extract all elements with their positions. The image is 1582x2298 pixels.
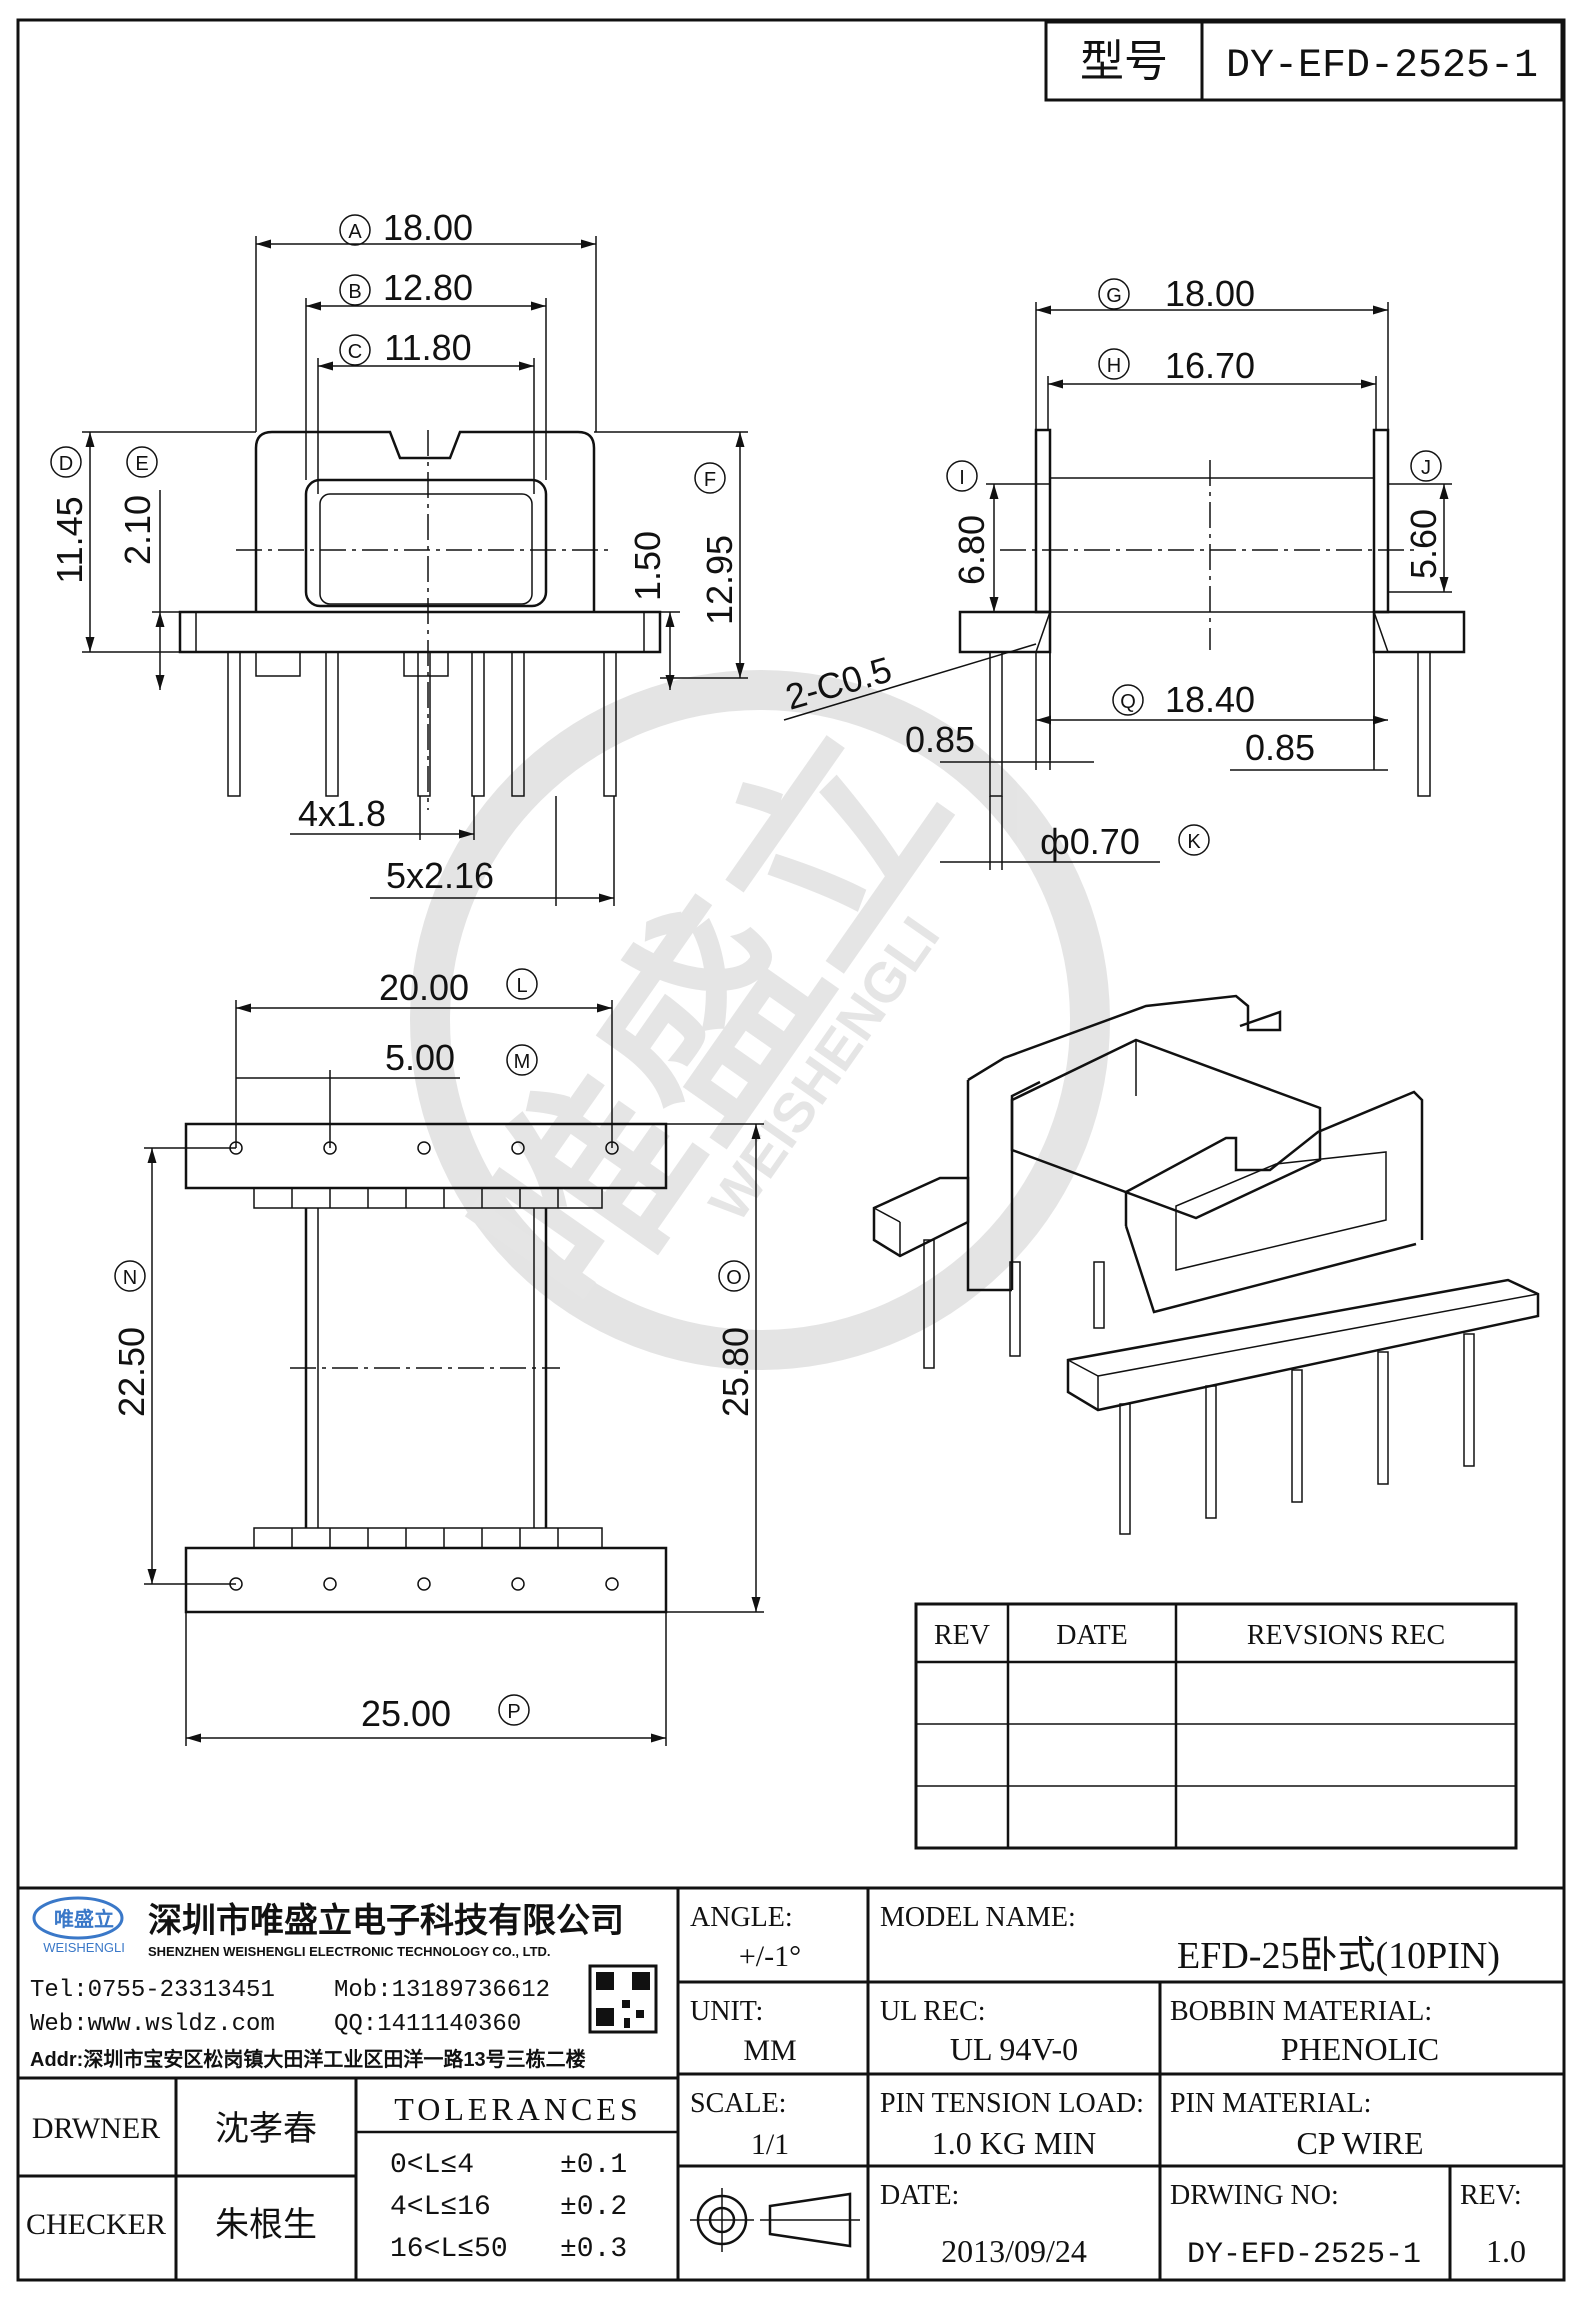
company-web: Web:www.wsldz.com xyxy=(30,2011,275,2038)
rev-value: 1.0 xyxy=(1486,2233,1526,2269)
bobbin-label: BOBBIN MATERIAL: xyxy=(1170,1996,1432,2027)
dim-J: 5.60 xyxy=(1403,509,1444,579)
unit-label: UNIT: xyxy=(690,1996,763,2027)
company-tel: Tel:0755-23313451 xyxy=(30,1977,275,2004)
dim-pin-pitch-b: 5x2.16 xyxy=(386,855,494,896)
rev-header-rec: REVSIONS REC xyxy=(1247,1620,1445,1651)
dim-Q: 18.40 xyxy=(1165,679,1255,720)
dim-N: 22.50 xyxy=(111,1327,152,1417)
dim-pin-pitch-a: 4x1.8 xyxy=(298,793,386,834)
dim-B: 12.80 xyxy=(383,267,473,308)
dim-M: 5.00 xyxy=(385,1037,455,1078)
dim-D: 11.45 xyxy=(49,496,90,583)
model-title-box: 型号 DY-EFD-2525-1 xyxy=(1044,20,1564,102)
svg-text:L: L xyxy=(516,975,527,997)
dim-small-gap: 1.50 xyxy=(627,531,668,601)
ul-label: UL REC: xyxy=(880,1996,986,2027)
unit-value: MM xyxy=(743,2034,796,2067)
dim-A: 18.00 xyxy=(383,207,473,248)
svg-text:H: H xyxy=(1107,355,1121,377)
company-name-cn: 深圳市唯盛立电子科技有限公司 xyxy=(148,1901,624,1940)
dim-P: 25.00 xyxy=(361,1693,451,1734)
ul-value: UL 94V-0 xyxy=(950,2031,1078,2067)
svg-text:G: G xyxy=(1106,285,1122,307)
company-qq: QQ:1411140360 xyxy=(334,2011,521,2038)
model-value: DY-EFD-2525-1 xyxy=(1226,44,1538,89)
dim-K: ф0.70 xyxy=(1040,821,1140,862)
angle-value: +/-1° xyxy=(739,1940,801,1973)
dim-G: 18.00 xyxy=(1165,273,1255,314)
drawing-no-value: DY-EFD-2525-1 xyxy=(1187,2238,1421,2272)
svg-text:D: D xyxy=(59,453,73,475)
drawer-name: 沈孝春 xyxy=(215,2110,317,2148)
svg-text:B: B xyxy=(348,281,361,303)
svg-text:C: C xyxy=(348,341,362,363)
model-name-value: EFD-25卧式(10PIN) xyxy=(1177,1935,1500,1977)
bottom-view: 20.00 L 5.00 M N 22.50 O 25.80 25.00 P xyxy=(111,967,764,1746)
watermark: 唯盛立 WEISHENGLI xyxy=(410,670,1110,1370)
svg-text:K: K xyxy=(1187,831,1201,853)
dim-H: 16.70 xyxy=(1165,345,1255,386)
company-addr: Addr:深圳市宝安区松岗镇大田洋工业区田洋一路13号三栋二楼 xyxy=(30,2047,586,2071)
svg-text:唯盛立: 唯盛立 xyxy=(54,1907,114,1931)
company-logo: 唯盛立 WEISHENGLI xyxy=(32,1896,125,1955)
drawing-no-label: DRWING NO: xyxy=(1170,2180,1339,2211)
rev-header-rev: REV xyxy=(934,1620,990,1651)
tolerances-title: TOLERANCES xyxy=(394,2091,641,2127)
pin-tension-label: PIN TENSION LOAD: xyxy=(880,2088,1144,2119)
svg-text:O: O xyxy=(726,1267,742,1289)
tol-range-1: 0<L≤4 xyxy=(390,2150,474,2181)
checker-label: CHECKER xyxy=(26,2208,166,2241)
tol-range-2: 4<L≤16 xyxy=(390,2192,491,2223)
svg-text:M: M xyxy=(514,1051,531,1073)
tol-value-2: ±0.2 xyxy=(560,2192,627,2223)
front-view: A 18.00 B 12.80 C 11.80 D 11.45 E 2.10 F… xyxy=(49,207,748,906)
checker-name: 朱根生 xyxy=(215,2206,317,2244)
dim-F: 12.95 xyxy=(699,535,740,625)
svg-text:Q: Q xyxy=(1120,691,1136,713)
pin-tension-value: 1.0 KG MIN xyxy=(932,2125,1096,2161)
rev-header-date: DATE xyxy=(1056,1620,1128,1651)
dim-L: 20.00 xyxy=(379,967,469,1008)
scale-value: 1/1 xyxy=(751,2128,789,2161)
bobbin-value: PHENOLIC xyxy=(1281,2031,1439,2067)
svg-text:J: J xyxy=(1421,457,1431,479)
dim-C: 11.80 xyxy=(384,327,471,368)
pin-material-value: CP WIRE xyxy=(1296,2125,1423,2161)
revision-table: REV DATE REVSIONS REC xyxy=(914,1602,1518,1850)
isometric-view xyxy=(872,994,1540,1535)
svg-text:P: P xyxy=(507,1701,520,1723)
tol-value-1: ±0.1 xyxy=(560,2150,627,2181)
model-label: 型号 xyxy=(1080,37,1168,86)
svg-text:WEISHENGLI: WEISHENGLI xyxy=(43,1940,125,1955)
date-label: DATE: xyxy=(880,2180,959,2211)
pin-material-label: PIN MATERIAL: xyxy=(1170,2088,1371,2119)
dim-left-offset: 0.85 xyxy=(905,719,975,760)
company-name-en: SHENZHEN WEISHENGLI ELECTRONIC TECHNOLOG… xyxy=(148,1944,551,1959)
dim-O: 25.80 xyxy=(715,1327,756,1417)
company-mob: Mob:13189736612 xyxy=(334,1977,550,2004)
scale-label: SCALE: xyxy=(690,2088,786,2119)
model-name-label: MODEL NAME: xyxy=(880,1902,1076,1933)
date-value: 2013/09/24 xyxy=(941,2233,1087,2269)
dim-right-offset: 0.85 xyxy=(1245,727,1315,768)
title-block: 唯盛立 WEISHENGLI 深圳市唯盛立电子科技有限公司 SHENZHEN W… xyxy=(18,1886,1564,2280)
svg-text:A: A xyxy=(348,221,362,243)
dim-I: 6.80 xyxy=(951,515,992,585)
drawer-label: DRWNER xyxy=(32,2112,160,2145)
svg-text:E: E xyxy=(135,453,148,475)
rev-label: REV: xyxy=(1460,2180,1522,2211)
dim-E: 2.10 xyxy=(117,495,158,565)
qr-code-icon xyxy=(588,1964,658,2034)
tol-value-3: ±0.3 xyxy=(560,2234,627,2265)
drawing-frame xyxy=(16,18,1566,2282)
tol-range-3: 16<L≤50 xyxy=(390,2234,508,2265)
svg-text:N: N xyxy=(123,1267,137,1289)
svg-text:F: F xyxy=(704,469,716,491)
svg-text:I: I xyxy=(959,467,965,489)
projection-symbol-icon xyxy=(690,2188,860,2252)
angle-label: ANGLE: xyxy=(690,1902,793,1933)
